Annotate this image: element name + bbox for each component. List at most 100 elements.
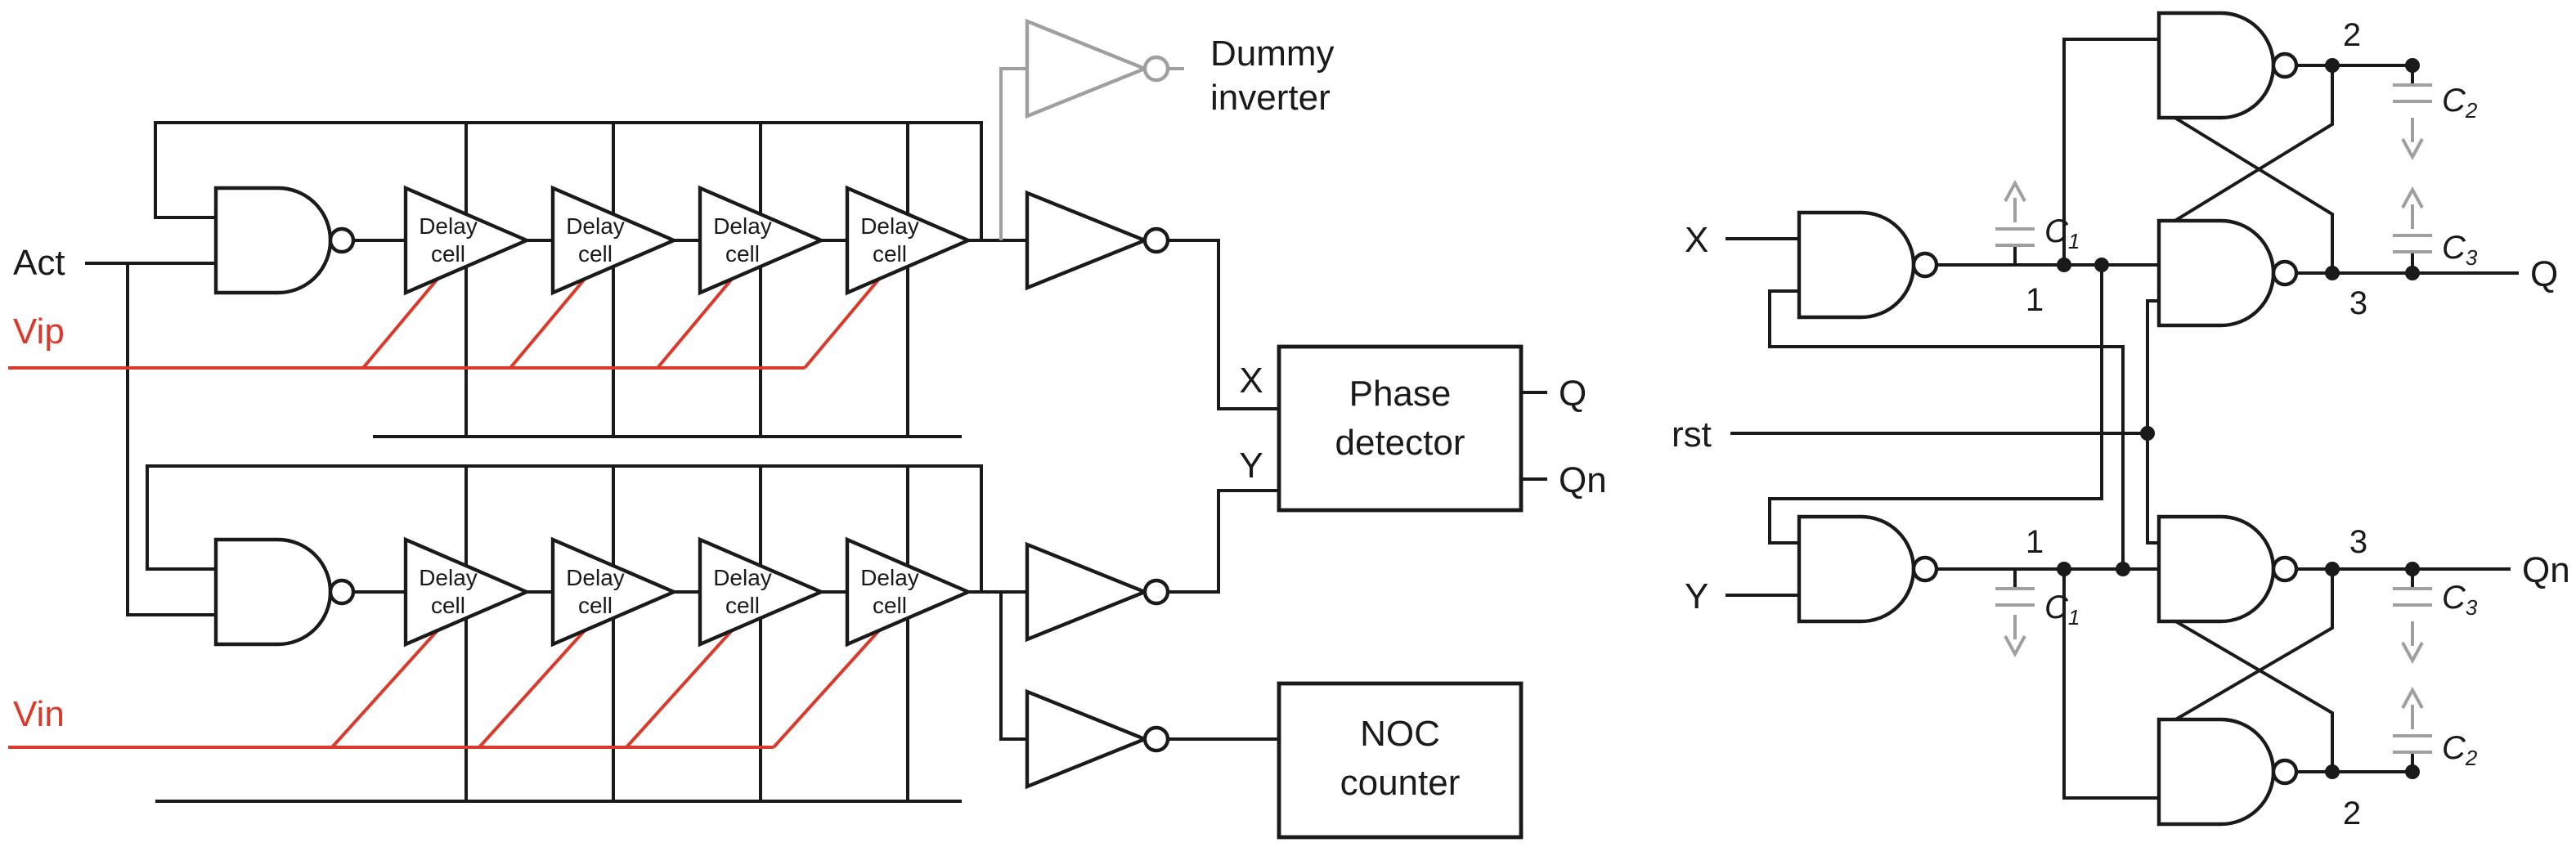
nand-bubble [328,578,356,606]
phase-detector-internals: X Y rst Q Qn 1 1 2 2 3 3 C1 C1 C2 C3 C3 … [1672,13,2570,831]
y-nand-feedback-wire [1768,265,2103,545]
c3-label: C3 [2442,580,2478,620]
y-input-nand [1799,517,1939,621]
delay-cell-label: Delay [713,565,772,590]
cell-bottom-tap-lines [464,267,909,437]
y-signal-wire [1168,489,1279,594]
delay-cell-label: cell [431,593,465,618]
top-feedback-rail [154,121,983,240]
dummy-branch-wire [999,67,1184,240]
y-label: Y [1685,576,1708,616]
junction-dots [2057,58,2420,779]
charge-arrow-up [2401,188,2424,231]
capacitor-c1-bottom [1994,587,2036,607]
node1-top-to-upper-nand [2062,38,2159,265]
phase-detector-box [1277,344,1524,513]
node1-label: 1 [2026,282,2044,318]
x-label: X [1685,220,1708,260]
noc-counter-box [1277,681,1524,840]
capacitor-c1-top [1994,227,2036,247]
x-input-nand [1799,213,1939,317]
delay-cell-label: Delay [860,565,919,590]
rst-wire [1730,299,2159,545]
delay-cell-label: Delay [566,213,625,239]
nand-bubble [2271,259,2299,287]
delay-cell-label: cell [431,241,465,267]
cross-couple-bottom-a [2157,569,2334,731]
delay-cell-label: cell [873,241,907,267]
bottom-oscillator-wires [146,464,1027,803]
delay-cell-label: Delay [419,213,478,239]
cell-top-tap-lines [464,466,909,566]
node3-label: 3 [2349,524,2367,560]
vip-stubs [361,276,882,370]
delay-cell-label: cell [578,241,613,267]
inverter-bubble [1142,725,1170,753]
latch-nand-qn [2159,517,2299,621]
nand-bubble [2271,758,2299,786]
noc-counter-label: NOC [1360,714,1440,754]
vin-stubs [330,628,882,749]
nand-bubble [2271,555,2299,583]
inverter-bubble [1142,226,1170,254]
phase-detector-label: Phase [1349,374,1452,414]
node2-label: 2 [2343,17,2361,53]
latch-nand-node2-bottom [2159,719,2299,824]
qn-output-label: Qn [1559,460,1607,500]
y-input-label: Y [1239,446,1263,486]
cell-top-tap-lines [464,123,909,214]
delay-cell-labels: Delay cell Delay cell Delay cell Delay c… [419,213,919,618]
charge-arrow-down [2401,620,2424,662]
nand-bubble [1911,555,1939,583]
x-nand-feedback-wire [1768,289,2125,569]
bottom-feedback-rail [146,464,983,592]
act-wire [85,262,216,616]
y-output-inverter [1027,545,1170,639]
noc-branch-wire [999,592,1279,741]
vip-label: Vip [13,311,65,352]
charge-arrow-down [2004,613,2026,656]
dummy-inverter-label: inverter [1210,78,1331,118]
delay-cell-label: cell [873,593,907,618]
c2-label: C2 [2442,730,2478,770]
nand-bubble [328,226,356,254]
latch-nand-q [2159,221,2299,325]
inverter-bubble [1142,578,1170,606]
cross-couple-top-a [2157,65,2334,232]
control-voltage-lines [8,276,882,749]
nand-bubble [1911,251,1939,279]
delay-cell-label: Delay [566,565,625,590]
c3-label: C3 [2442,230,2478,270]
cell-bottom-tap-lines [464,618,909,801]
qn-label: Qn [2522,550,2570,590]
node1-bottom-to-lower-nand [2062,569,2159,800]
delay-cell-label: Delay [860,213,919,239]
c1-label: C1 [2044,213,2080,253]
node2-label: 2 [2343,796,2361,831]
nand-bubble [2271,52,2299,79]
top-oscillator-wires [85,121,1027,616]
dummy-inverter [1027,21,1170,116]
act-label: Act [13,243,65,283]
delay-cell-label: cell [725,593,760,618]
vin-label: Vin [13,694,65,734]
bottom-nand-gate [216,540,356,644]
capacitor-c3-bottom [2391,587,2434,607]
c1-label: C1 [2044,589,2080,630]
phase-detector-label: detector [1335,423,1465,463]
dummy-inverter-label: Dummy [1210,34,1335,74]
pd-wires [1726,38,2519,800]
q-output-label: Q [1559,374,1586,414]
cross-couple-bottom-b [2157,610,2334,772]
top-nand-gate [216,188,356,293]
x-signal-wire [1168,239,1279,410]
noc-inverter [1027,692,1170,787]
delay-cell-label: Delay [713,213,772,239]
noc-counter-label: counter [1340,763,1461,803]
cap-stems [2013,65,2414,772]
capacitor-c2-top [2391,83,2434,103]
x-input-label: X [1239,361,1263,401]
node3-label: 3 [2349,285,2367,321]
ring-oscillator-sensor: Delay cell Delay cell Delay cell Delay c… [8,21,1607,840]
